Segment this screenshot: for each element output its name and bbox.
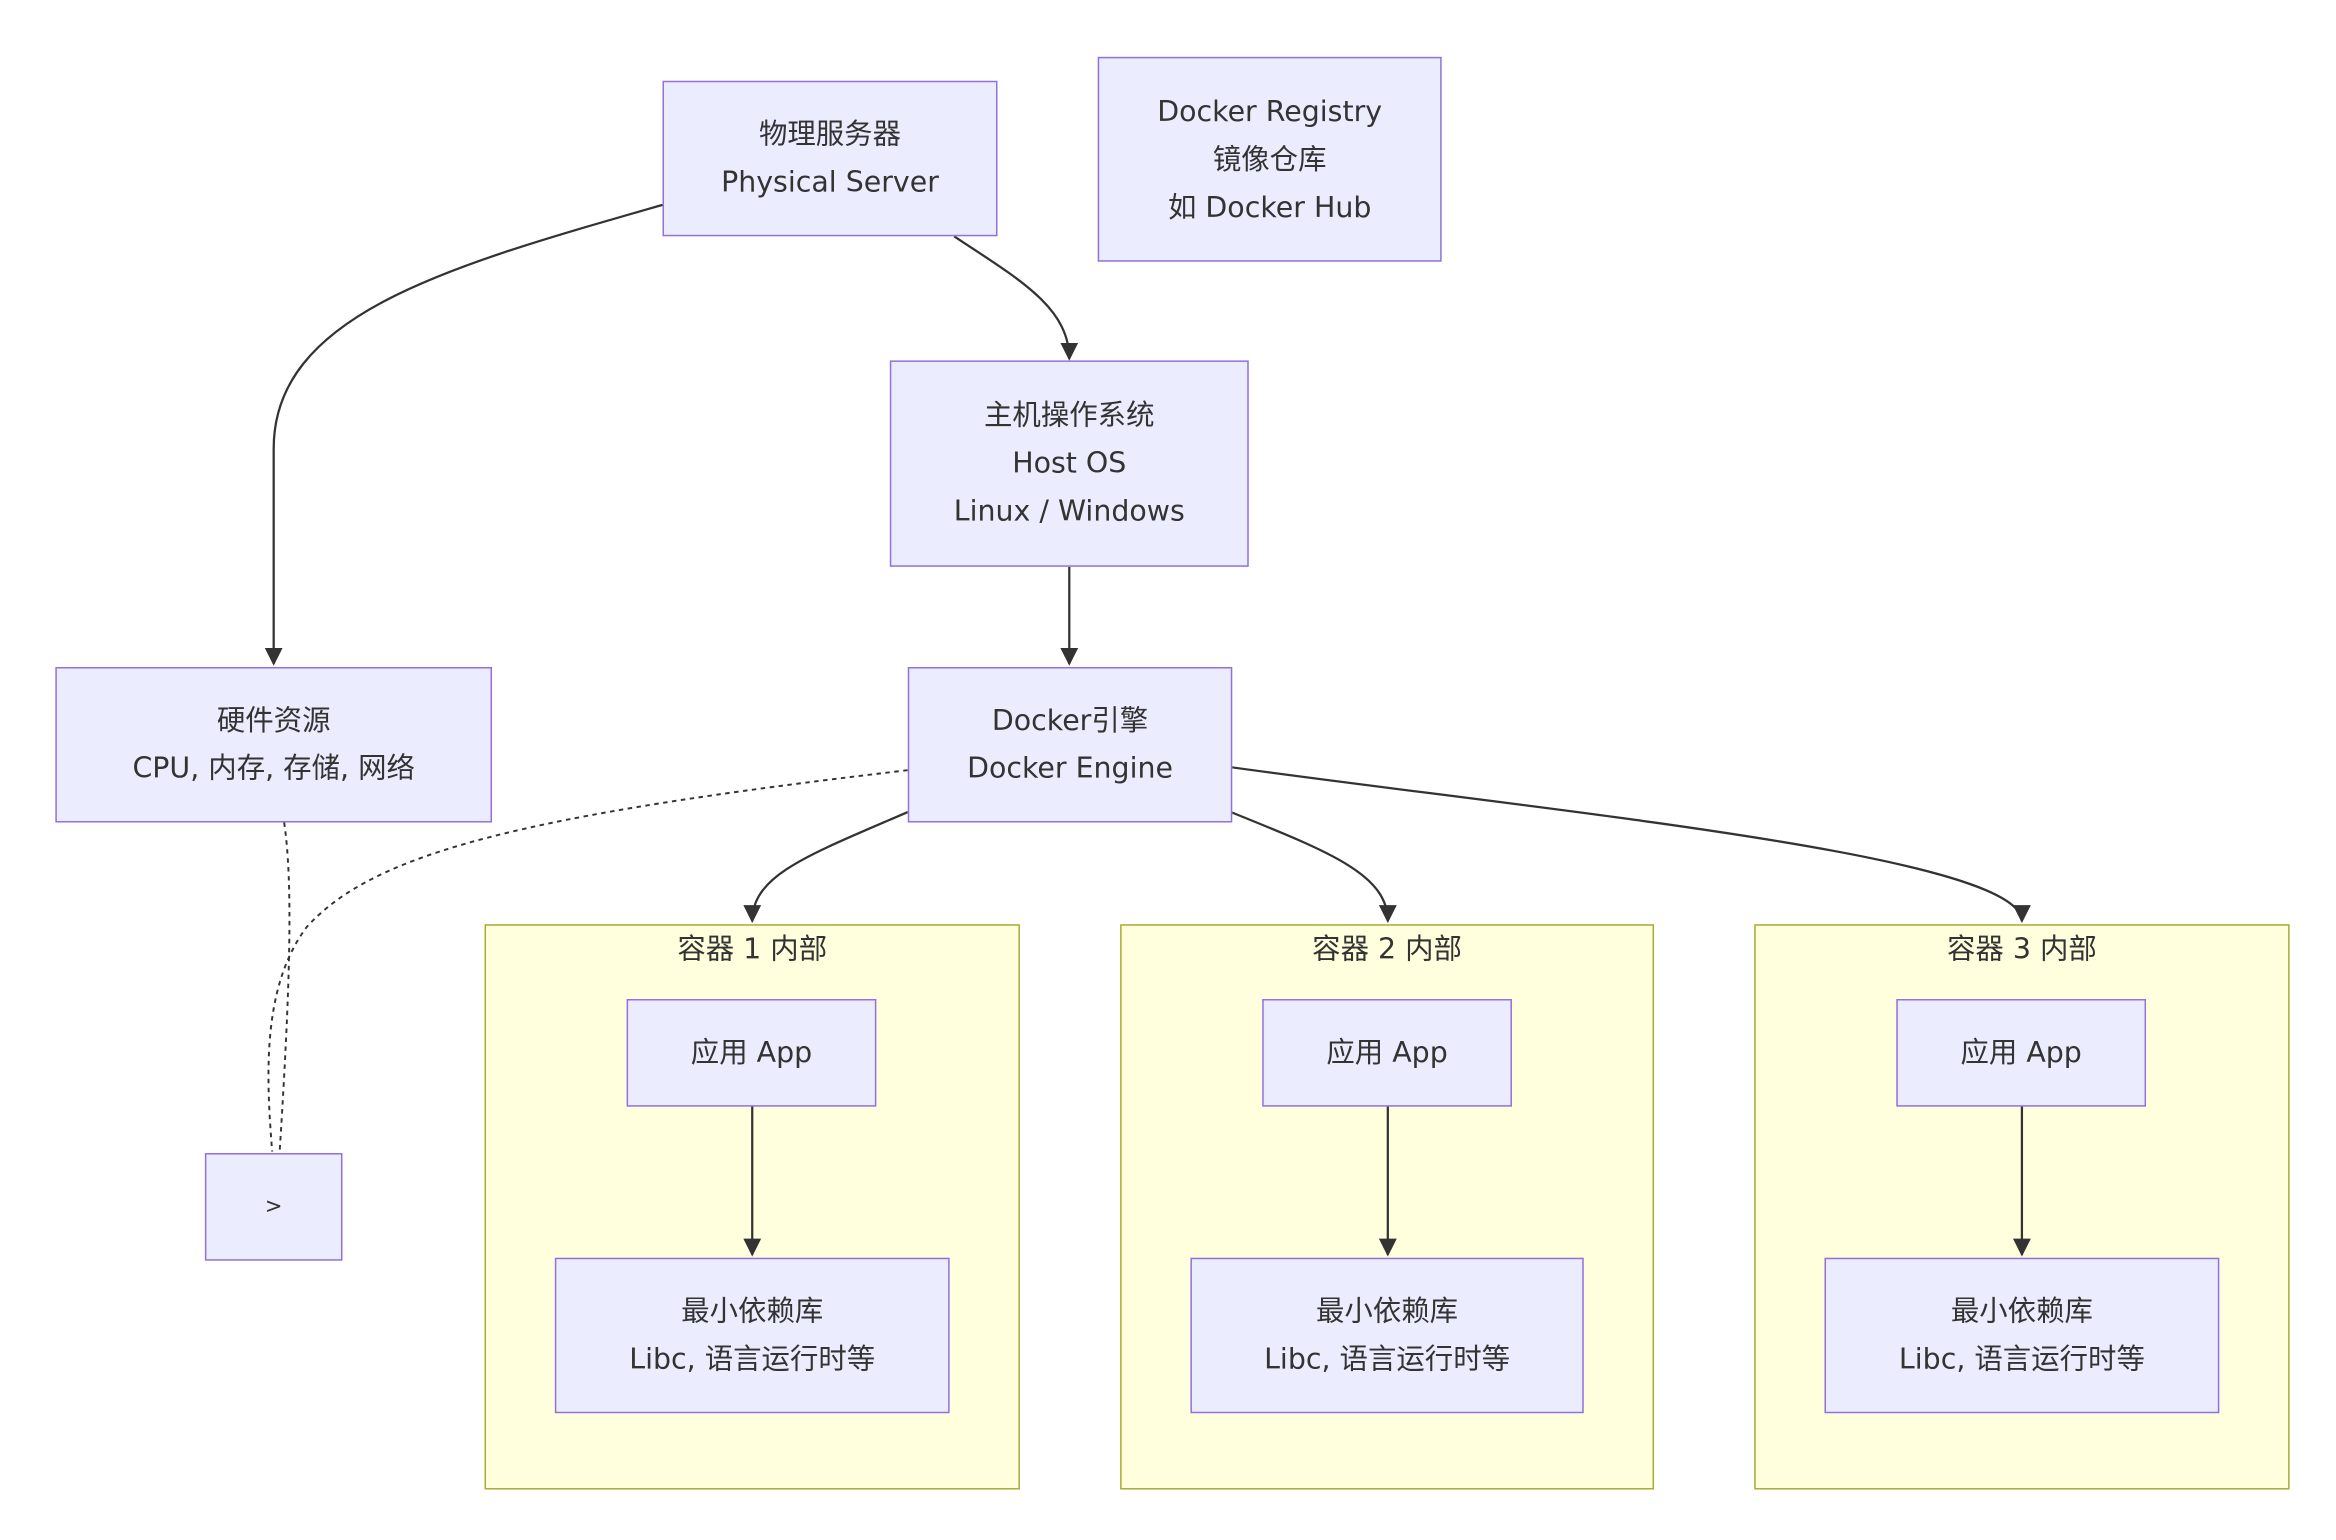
physical-server-node: 物理服务器 Physical Server [662,80,998,237]
container-1-app-node: 应用 App [626,998,877,1107]
container-3-app-label: 应用 App [1960,1036,2082,1070]
registry-label-en: Docker Registry [1157,94,1383,128]
edge-server-to-hardware [264,203,663,666]
host-os-node: 主机操作系统 Host OS Linux / Windows [889,360,1249,567]
edge-engine-to-container2 [1230,811,1397,924]
container-1-lib-label-detail: Libc, 语言运行时等 [629,1342,876,1376]
container-2-app-node: 应用 App [1262,998,1512,1107]
unnamed-node: > [204,1153,343,1261]
edge-engine-to-container1 [743,811,909,924]
hardware-label-cn: 硬件资源 [216,704,331,738]
edge-engine-to-container3 [1230,766,2031,924]
hardware-label-detail: CPU, 内存, 存储, 网络 [132,752,415,786]
docker-engine-label-cn: Docker引擎 [991,704,1149,738]
host-os-label-cn: 主机操作系统 [984,399,1155,433]
physical-server-label-cn: 物理服务器 [758,118,902,152]
container-3-title: 容器 3 内部 [1947,933,2097,967]
edge-engine-to-unnamed [267,769,908,1152]
container-2-lib-node: 最小依赖库 Libc, 语言运行时等 [1190,1257,1584,1414]
container-2-lib-label-cn: 最小依赖库 [1316,1295,1459,1329]
container-3-lib-label-detail: Libc, 语言运行时等 [1898,1342,2145,1376]
edge-hardware-to-unnamed [278,822,291,1152]
hardware-resources-node: 硬件资源 CPU, 内存, 存储, 网络 [55,666,493,823]
edge-server-to-hostos [953,235,1079,361]
container-1-app-label: 应用 App [690,1036,813,1070]
container-1-title: 容器 1 内部 [677,933,828,967]
container-1-lib-label-cn: 最小依赖库 [681,1295,824,1329]
docker-engine-label-en: Docker Engine [967,752,1173,786]
container-2-title: 容器 2 内部 [1312,933,1462,967]
registry-label-cn: 镜像仓库 [1212,142,1327,176]
physical-server-label-en: Physical Server [721,166,939,199]
registry-label-example: 如 Docker Hub [1167,190,1372,224]
container-3-lib-node: 最小依赖库 Libc, 语言运行时等 [1824,1257,2220,1414]
container-3-lib-label-cn: 最小依赖库 [1950,1295,2093,1329]
container-3-app-node: 应用 App [1896,998,2147,1107]
docker-registry-node: Docker Registry 镜像仓库 如 Docker Hub [1097,56,1442,262]
host-os-label-en: Host OS [1012,447,1127,481]
container-2-lib-label-detail: Libc, 语言运行时等 [1264,1342,1511,1376]
docker-engine-node: Docker引擎 Docker Engine [907,666,1233,823]
container-1-lib-node: 最小依赖库 Libc, 语言运行时等 [554,1257,950,1414]
container-2-app-label: 应用 App [1326,1036,1448,1070]
unnamed-node-label: > [264,1194,283,1219]
host-os-label-platforms: Linux / Windows [953,495,1185,528]
